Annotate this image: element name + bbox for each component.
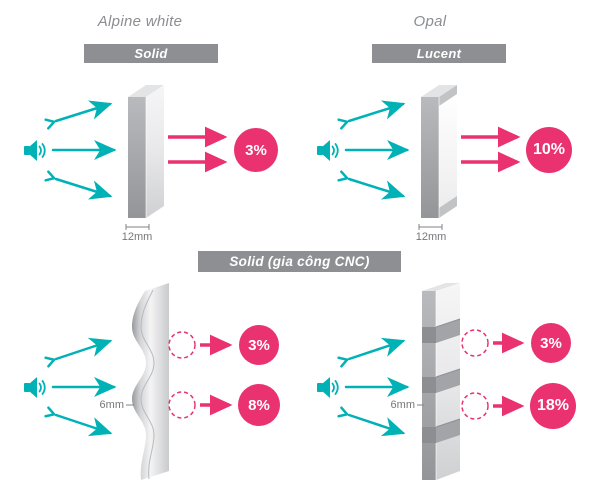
transmission-percent-badge: 10% bbox=[526, 127, 572, 173]
incident-sound-arrows bbox=[337, 100, 410, 200]
panel-title-opal: Opal bbox=[413, 13, 447, 30]
transmission-percent-badge: 18% bbox=[530, 383, 576, 429]
thickness-label: 12mm bbox=[415, 231, 447, 243]
cnc-wave-panel-illustration bbox=[132, 283, 169, 480]
transmitted-sound-arrows bbox=[493, 332, 525, 417]
lucent-panel-illustration bbox=[421, 85, 457, 218]
transmission-percent-badge: 3% bbox=[239, 325, 279, 365]
transmission-percent-badge: 3% bbox=[234, 128, 278, 172]
speaker-icon bbox=[316, 139, 339, 162]
dashed-circle-icon bbox=[168, 391, 196, 419]
badge-solid: Solid bbox=[84, 44, 218, 63]
transmitted-sound-arrows bbox=[461, 126, 521, 173]
badge-lucent: Lucent bbox=[372, 44, 506, 63]
panel-title-alpine-white: Alpine white bbox=[97, 13, 183, 30]
measurement-bracket bbox=[125, 224, 150, 230]
dashed-highlight-circles bbox=[168, 331, 196, 419]
solid-panel-illustration bbox=[128, 85, 164, 218]
sound-arrow bbox=[54, 100, 113, 123]
badge-solid-cnc: Solid (gia công CNC) bbox=[198, 251, 401, 272]
chevron-icon bbox=[337, 356, 349, 368]
incident-sound-arrows bbox=[44, 100, 117, 200]
chevron-icon bbox=[337, 406, 349, 418]
sound-arrow bbox=[347, 177, 406, 200]
measurement-bracket bbox=[418, 224, 443, 230]
transmission-percent-badge: 3% bbox=[531, 323, 571, 363]
chevron-icon bbox=[44, 118, 56, 130]
dashed-circle-icon bbox=[461, 392, 489, 420]
cnc-groove-panel-illustration bbox=[422, 283, 461, 480]
dashed-highlight-circles bbox=[461, 329, 489, 420]
chevron-icon bbox=[44, 406, 56, 418]
chevron-icon bbox=[44, 356, 56, 368]
sound-arrow bbox=[54, 177, 113, 200]
sound-arrow bbox=[54, 337, 113, 361]
thickness-label: 12mm bbox=[121, 231, 153, 243]
transmitted-sound-arrows bbox=[200, 334, 233, 416]
dashed-circle-icon bbox=[461, 329, 489, 357]
incident-sound-arrows bbox=[337, 337, 410, 437]
chevron-icon bbox=[44, 170, 56, 182]
transmitted-sound-arrows bbox=[168, 126, 228, 173]
chevron-icon bbox=[337, 170, 349, 182]
chevron-icon bbox=[337, 118, 349, 130]
thickness-label: 6mm bbox=[390, 399, 415, 411]
speaker-icon bbox=[23, 139, 46, 162]
speaker-icon bbox=[23, 376, 46, 399]
speaker-icon bbox=[316, 376, 339, 399]
thickness-label: 6mm bbox=[99, 399, 124, 411]
sound-arrow bbox=[54, 413, 113, 437]
sound-arrow bbox=[347, 413, 406, 437]
transmission-percent-badge: 8% bbox=[238, 384, 280, 426]
dashed-circle-icon bbox=[168, 331, 196, 359]
sound-arrow bbox=[347, 337, 406, 361]
sound-arrow bbox=[347, 100, 406, 123]
incident-sound-arrows bbox=[44, 337, 117, 437]
